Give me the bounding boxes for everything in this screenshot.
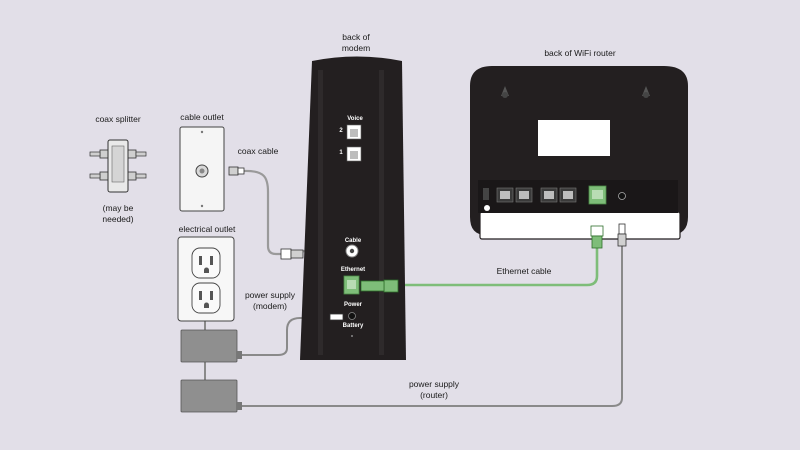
coax-cable-label: coax cable (237, 146, 279, 156)
electrical-outlet (177, 236, 235, 322)
router-device (470, 66, 688, 240)
modem-title: back of modem (341, 32, 371, 53)
router-power-adapter (180, 379, 242, 413)
cable-outlet-plate (179, 126, 225, 212)
ethernet-plug-modem (360, 279, 399, 293)
modem-voice-line-1: 1 (339, 150, 343, 156)
modem-voice-line-2: 2 (339, 128, 343, 134)
router-title: back of WiFi router (544, 48, 616, 58)
power-supply-router-label: power supply (router) (408, 379, 460, 400)
may-be-needed-note: (may be needed) (102, 203, 134, 224)
ethernet-plug-router (590, 225, 604, 249)
modem-cable-port-label: Cable (344, 238, 362, 244)
modem-power-port-label: Power (343, 302, 362, 308)
modem-device (300, 56, 406, 360)
electrical-outlet-label: electrical outlet (178, 224, 236, 234)
coax-splitter-icon (89, 139, 147, 193)
ethernet-cable-label: Ethernet cable (496, 266, 552, 276)
modem-power-cord (240, 317, 343, 356)
modem-ethernet-port-label: Ethernet (340, 267, 366, 273)
router-power-plug (617, 223, 627, 247)
coax-connector-outlet (228, 166, 245, 176)
coax-splitter-label: coax splitter (95, 114, 141, 124)
modem-power-adapter (180, 329, 242, 363)
modem-battery-label: Battery (342, 323, 364, 329)
power-supply-modem-label: power supply (modem) (244, 290, 296, 311)
ethernet-cable-wire (397, 248, 599, 288)
coax-cable-wire (242, 169, 292, 256)
cable-outlet-label: cable outlet (180, 112, 224, 122)
coax-connector-modem (280, 248, 304, 260)
modem-voice-label: Voice (347, 116, 363, 122)
router-power-cord (240, 246, 623, 407)
modem-power-plug (329, 313, 344, 321)
